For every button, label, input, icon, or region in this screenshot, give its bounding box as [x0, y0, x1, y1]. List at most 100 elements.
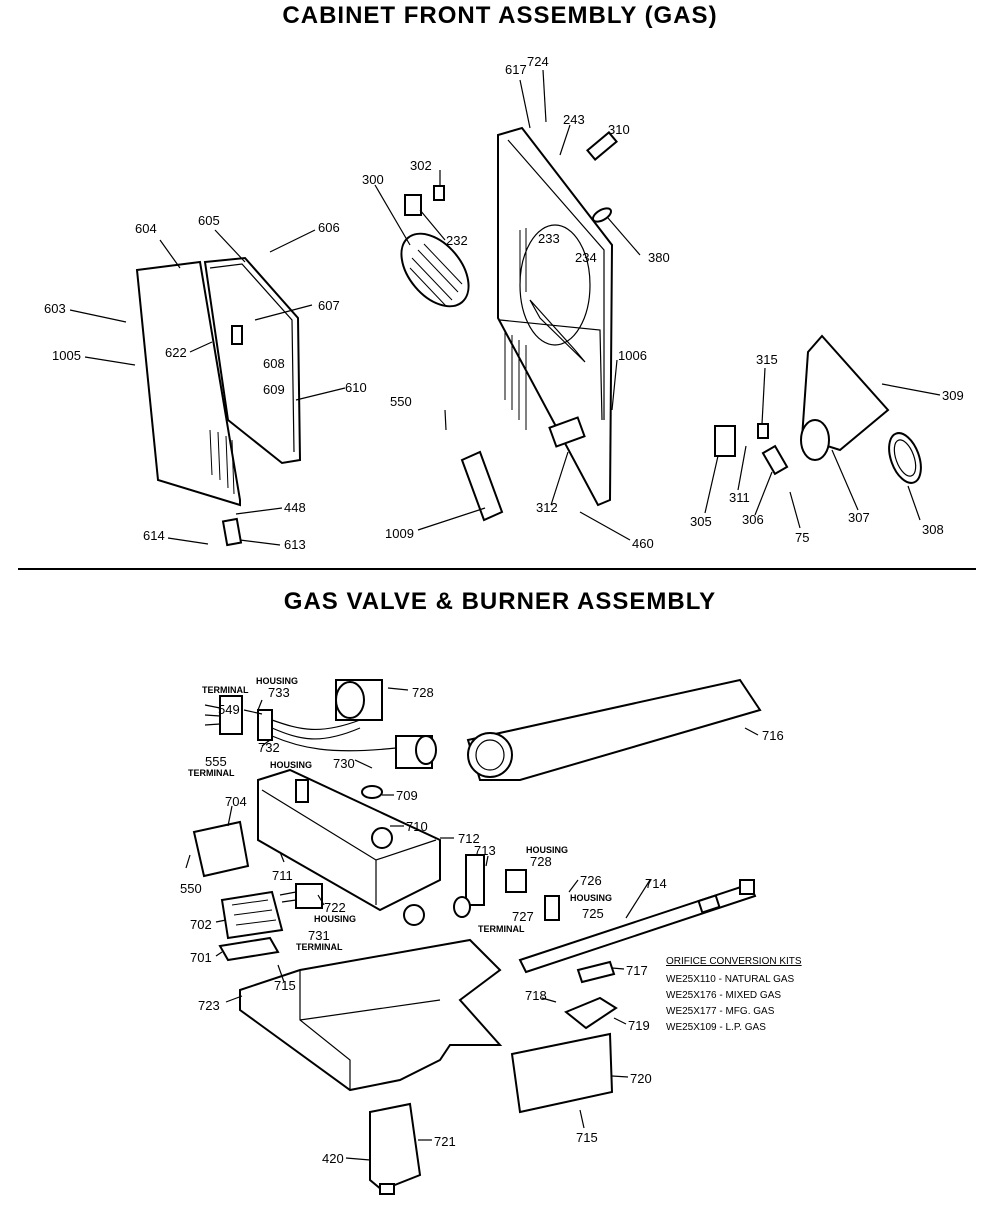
hinge-608	[231, 325, 243, 345]
clip-721	[369, 1102, 422, 1192]
callout: 622	[165, 345, 187, 360]
callout: 716	[762, 728, 784, 743]
valve-post	[295, 779, 309, 803]
callout: 617	[505, 62, 527, 77]
plate-720	[510, 1032, 614, 1114]
valve-knob-710	[371, 827, 393, 849]
valve-parts-drawing	[192, 678, 762, 1195]
callout: 448	[284, 500, 306, 515]
connector-549	[219, 695, 243, 735]
callout: 233	[538, 231, 560, 246]
burner-opening	[467, 732, 513, 778]
callout: 725	[582, 906, 604, 921]
word-label: TERMINAL	[188, 768, 235, 778]
manifold-714	[518, 882, 757, 974]
duct-307	[800, 334, 890, 452]
callout: 550	[390, 394, 412, 409]
callout: 309	[942, 388, 964, 403]
word-label: TERMINAL	[202, 685, 249, 695]
callout: 608	[263, 356, 285, 371]
callout: 712	[458, 831, 480, 846]
strip-310	[586, 130, 618, 162]
housing-725	[544, 895, 560, 921]
callout: 722	[324, 900, 346, 915]
callout: 732	[258, 740, 280, 755]
base-723	[239, 938, 503, 1092]
door-panel-1005	[135, 260, 241, 507]
burner-tube-716	[466, 678, 762, 781]
callout: 1009	[385, 526, 414, 541]
cabinet-callouts: 617 724 243 310 302 300 232 605 604 606 …	[44, 54, 964, 552]
callout: 613	[284, 537, 306, 552]
callout: 730	[333, 756, 355, 771]
terminal-block-722	[295, 883, 323, 909]
callout: 312	[536, 500, 558, 515]
callout: 713	[474, 843, 496, 858]
callout: 609	[263, 382, 285, 397]
callout: 709	[396, 788, 418, 803]
callout: 300	[362, 172, 384, 187]
callout: 720	[630, 1071, 652, 1086]
callout: 715	[274, 978, 296, 993]
cover-1009	[460, 450, 504, 522]
bracket-719	[564, 996, 618, 1030]
callout: 718	[525, 988, 547, 1003]
word-label: TERMINAL	[478, 924, 525, 934]
word-label: HOUSING	[314, 914, 356, 924]
word-label: HOUSING	[270, 760, 312, 770]
callout: 726	[580, 873, 602, 888]
shield-702	[220, 890, 284, 940]
actuator-306	[761, 444, 789, 476]
callout: 306	[742, 512, 764, 527]
gas-valve-title: GAS VALVE & BURNER ASSEMBLY	[283, 588, 717, 615]
callout: 307	[848, 510, 870, 525]
callout: 610	[345, 380, 367, 395]
callout: 420	[322, 1151, 344, 1166]
housing-727	[505, 869, 527, 893]
switch-305	[714, 425, 736, 457]
callout: 702	[190, 917, 212, 932]
callout: 717	[626, 963, 648, 978]
callout: 614	[143, 528, 165, 543]
callout: 550	[180, 881, 202, 896]
cabinet-front-1006	[497, 126, 614, 507]
callout: 721	[434, 1134, 456, 1149]
callout: 555	[205, 754, 227, 769]
callout: 232	[446, 233, 468, 248]
section-divider	[18, 568, 976, 570]
callout: 549	[218, 702, 240, 717]
callout: 380	[648, 250, 670, 265]
callout: 1006	[618, 348, 647, 363]
callout: 1005	[52, 348, 81, 363]
callout: 714	[645, 876, 667, 891]
seal-308	[888, 432, 922, 484]
valve-leader-lines	[185, 687, 759, 1161]
manifold-cap	[739, 879, 755, 895]
callout: 715	[576, 1130, 598, 1145]
bracket-302	[433, 185, 445, 201]
callout: 604	[135, 221, 157, 236]
fitting-709	[361, 785, 383, 799]
callout: 728	[530, 854, 552, 869]
orifice-717	[576, 960, 616, 984]
callout: 234	[575, 250, 597, 265]
orifice-kit-row: WE25X110 - NATURAL GAS	[666, 974, 795, 985]
callout: 606	[318, 220, 340, 235]
lint-clip-232	[404, 194, 422, 216]
callout: 605	[198, 213, 220, 228]
callout: 728	[412, 685, 434, 700]
callout: 704	[225, 794, 247, 809]
callout: 724	[527, 54, 549, 69]
callout: 302	[410, 158, 432, 173]
word-label: HOUSING	[570, 893, 612, 903]
lint-filter-300	[400, 232, 470, 308]
callout: 305	[690, 514, 712, 529]
orifice-kit-row: WE25X176 - MIXED GAS	[666, 990, 781, 1001]
door-inner-610	[203, 256, 302, 465]
switch-315	[757, 423, 769, 439]
lamp-380	[591, 207, 613, 223]
callout: 603	[44, 301, 66, 316]
duct-opening	[800, 419, 830, 461]
outlet-fitting	[403, 904, 425, 926]
